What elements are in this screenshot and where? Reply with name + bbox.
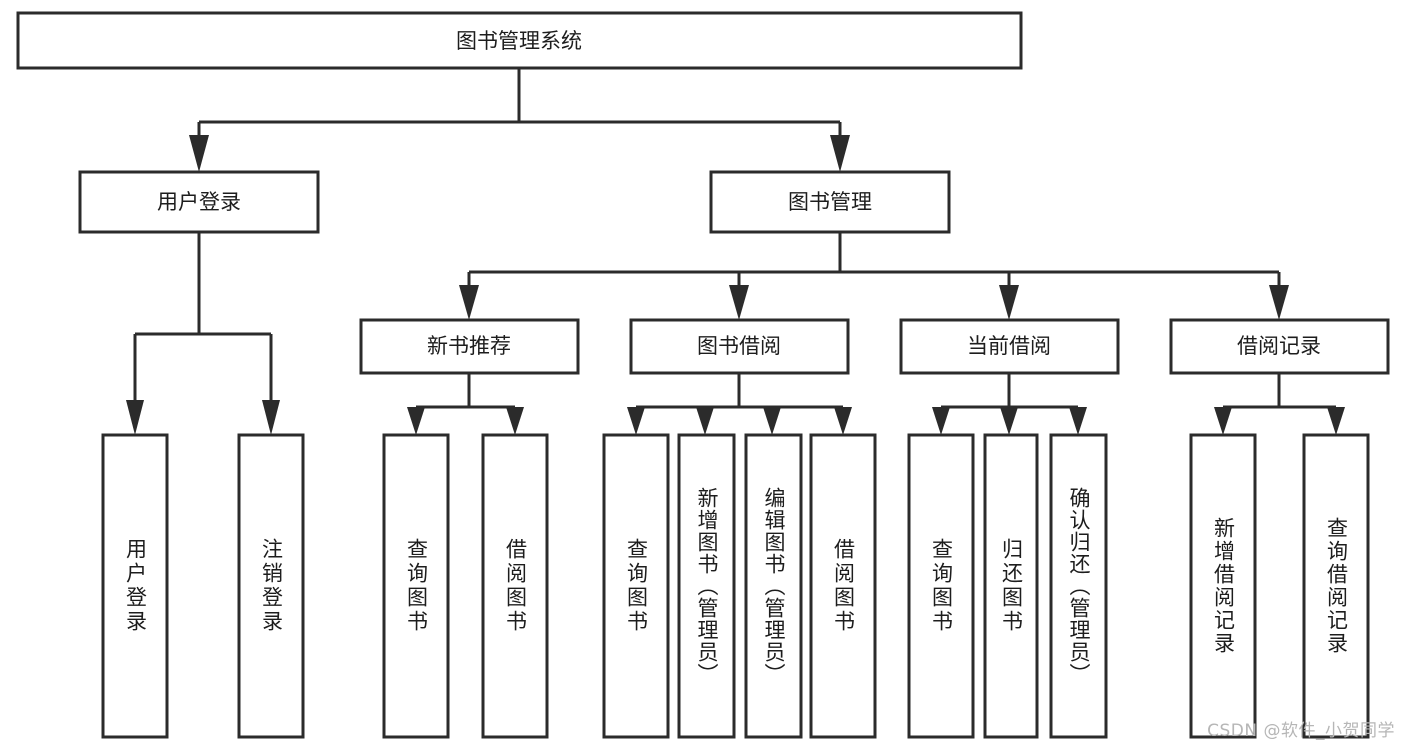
arrowhead-user-login xyxy=(189,135,209,172)
node-leaf-query-book-3[interactable] xyxy=(907,433,975,739)
arrowhead-leaf-add-book xyxy=(696,407,714,435)
connector-group-borrow-record xyxy=(1214,373,1345,435)
node-user-login[interactable] xyxy=(78,170,320,234)
node-book-manage-label: 图书管理 xyxy=(788,190,872,214)
connector-group-new-book-rec xyxy=(407,373,524,435)
connector-group-user-login xyxy=(126,232,280,435)
arrowhead-book-manage xyxy=(830,135,850,172)
node-leaf-query-book-1[interactable] xyxy=(382,433,450,739)
arrowhead-leaf-user-login xyxy=(126,400,144,435)
arrowhead-leaf-query-book-1 xyxy=(407,407,425,435)
node-leaf-confirm-return[interactable] xyxy=(1049,433,1108,739)
node-leaf-query-book-2[interactable] xyxy=(602,433,670,739)
connector-group-root xyxy=(189,68,850,172)
arrowhead-leaf-return-book xyxy=(1000,407,1018,435)
node-leaf-add-record[interactable] xyxy=(1189,433,1257,739)
node-current-borrow[interactable] xyxy=(899,318,1120,375)
csdn-watermark: CSDN @软件_小贺同学 xyxy=(1207,721,1395,741)
node-book-manage[interactable] xyxy=(709,170,951,234)
connector-group-current-borrow xyxy=(932,373,1087,435)
node-new-book-rec-label: 新书推荐 xyxy=(427,334,511,358)
connector-group-book-borrow xyxy=(627,373,852,435)
arrowhead-leaf-query-record xyxy=(1327,407,1345,435)
node-leaf-edit-book[interactable] xyxy=(744,433,803,739)
arrowhead-leaf-edit-book xyxy=(763,407,781,435)
arrowhead-book-borrow xyxy=(729,285,749,320)
node-user-login-label: 用户登录 xyxy=(157,190,241,214)
arrowhead-leaf-logout xyxy=(262,400,280,435)
arrowhead-current-borrow xyxy=(999,285,1019,320)
node-leaf-user-login[interactable] xyxy=(101,433,169,739)
arrowhead-leaf-query-book-3 xyxy=(932,407,950,435)
node-new-book-rec[interactable] xyxy=(359,318,580,375)
node-book-borrow[interactable] xyxy=(629,318,850,375)
node-root-label: 图书管理系统 xyxy=(456,29,582,53)
arrowhead-new-book-rec xyxy=(459,285,479,320)
arrowhead-leaf-borrow-book-1 xyxy=(506,407,524,435)
node-root[interactable] xyxy=(16,11,1023,70)
node-borrow-record-label: 借阅记录 xyxy=(1237,334,1321,358)
arrowhead-leaf-add-record xyxy=(1214,407,1232,435)
arrowhead-leaf-borrow-book-2 xyxy=(834,407,852,435)
node-leaf-query-record[interactable] xyxy=(1302,433,1370,739)
node-leaf-return-book[interactable] xyxy=(983,433,1039,739)
arrowhead-leaf-confirm-return xyxy=(1069,407,1087,435)
connector-group-book-manage xyxy=(459,232,1289,320)
node-leaf-borrow-book-2[interactable] xyxy=(809,433,877,739)
arrowhead-leaf-query-book-2 xyxy=(627,407,645,435)
node-leaf-add-book[interactable] xyxy=(677,433,736,739)
node-book-borrow-label: 图书借阅 xyxy=(697,334,781,358)
node-leaf-borrow-book-1[interactable] xyxy=(481,433,549,739)
arrowhead-borrow-record xyxy=(1269,285,1289,320)
node-borrow-record[interactable] xyxy=(1169,318,1390,375)
node-leaf-logout[interactable] xyxy=(237,433,305,739)
node-current-borrow-label: 当前借阅 xyxy=(967,334,1051,358)
